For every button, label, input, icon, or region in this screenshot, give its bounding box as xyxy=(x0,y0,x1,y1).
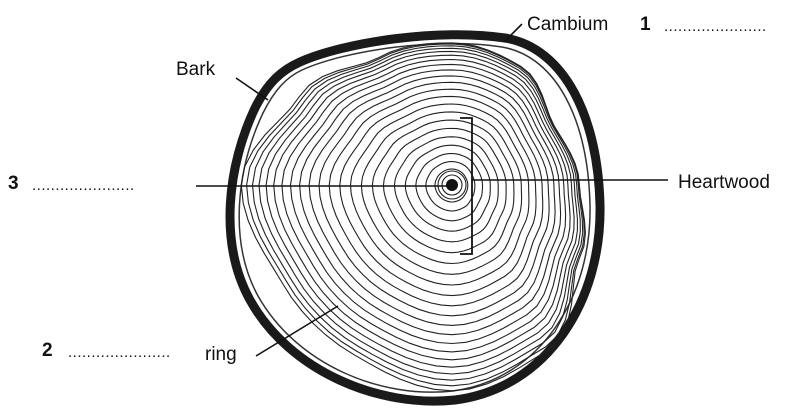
annual-rings xyxy=(241,43,585,391)
label-ring: ring xyxy=(205,344,237,365)
pith xyxy=(446,179,458,191)
label-heartwood: Heartwood xyxy=(678,172,770,193)
label-number-3: 3 xyxy=(8,173,19,194)
answer-line-3: ...................... xyxy=(32,177,135,194)
growth-ring xyxy=(282,60,570,352)
growth-ring xyxy=(253,46,583,380)
answer-line-1: ...................... xyxy=(664,18,767,35)
bark-outline xyxy=(230,35,600,401)
growth-ring xyxy=(384,128,507,252)
answer-line-2: ...................... xyxy=(68,344,171,361)
growth-ring xyxy=(351,104,529,285)
growth-ring xyxy=(361,112,521,274)
growth-ring xyxy=(372,120,514,263)
label-number-2: 2 xyxy=(42,340,53,361)
label-number-1: 1 xyxy=(640,14,651,35)
label-bark: Bark xyxy=(176,59,216,80)
label-cambium: Cambium xyxy=(527,14,608,35)
